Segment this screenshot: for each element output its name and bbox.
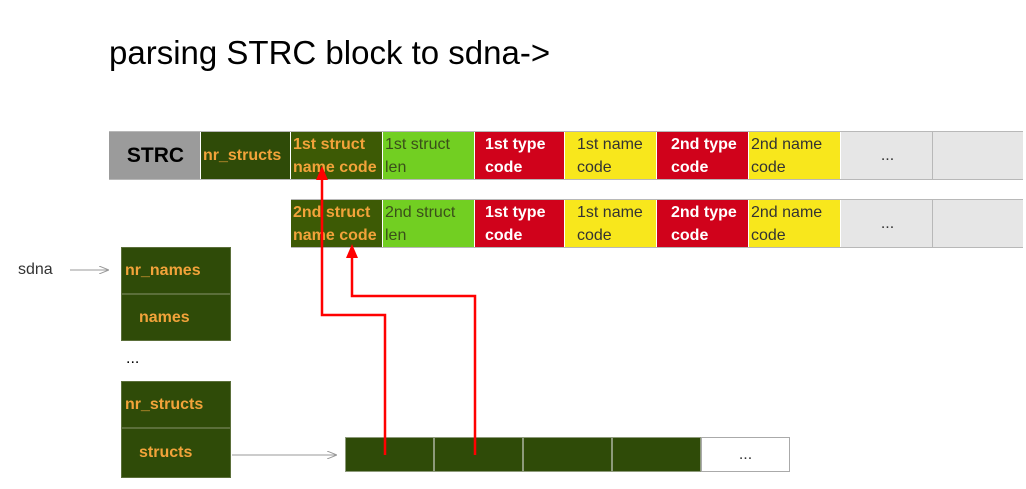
second-struct-name-code-cell: 2nd struct name code <box>291 200 383 247</box>
first-name-code-cell: 1st name code <box>565 200 657 247</box>
struct1-arrowhead-icon <box>316 166 328 180</box>
sdna-label: sdna <box>18 261 53 278</box>
nr-names-label: nr_names <box>125 261 201 279</box>
strc-block-row: STRC nr_structs 1st struct name code 1st… <box>109 131 1023 180</box>
ellipsis-cell: ... <box>841 132 933 179</box>
structs-box: structs <box>121 428 231 478</box>
nr-structs-cell: nr_structs <box>201 132 291 179</box>
struct-pointer-cell <box>523 437 612 472</box>
nr-names-box: nr_names <box>121 247 231 294</box>
page-title: parsing STRC block to sdna-> <box>109 34 551 71</box>
struct-pointer-cell <box>434 437 523 472</box>
first-struct-name-code-cell: 1st struct name code <box>291 132 383 179</box>
nr-structs-label: nr_structs <box>125 395 204 413</box>
first-name-code-cell: 1st name code <box>565 132 657 179</box>
names-label: names <box>139 308 190 326</box>
struct-pointer-cell <box>345 437 434 472</box>
struct-pointer-cell <box>612 437 701 472</box>
first-type-code-cell: 1st type code <box>475 200 565 247</box>
second-struct-len-cell: 2nd struct len <box>383 200 475 247</box>
empty-cell <box>933 200 1023 247</box>
second-struct-row: 2nd struct name code 2nd struct len 1st … <box>291 199 1023 248</box>
struct2-link-arrow <box>350 252 477 455</box>
second-type-code-cell: 2nd type code <box>657 200 749 247</box>
struct2-arrowhead-icon <box>346 244 358 258</box>
struct-array-ellipsis: ... <box>701 437 790 472</box>
struct1-link-arrow <box>320 172 387 455</box>
second-type-code-cell: 2nd type code <box>657 132 749 179</box>
strc-cell: STRC <box>109 132 201 179</box>
structs-label: structs <box>139 444 193 461</box>
first-type-code-cell: 1st type code <box>475 132 565 179</box>
ellipsis-label: ... <box>126 350 140 367</box>
second-name-code-cell: 2nd name code <box>749 132 841 179</box>
empty-cell <box>933 132 1023 179</box>
first-struct-len-cell: 1st struct len <box>383 132 475 179</box>
nr-structs-box: nr_structs <box>121 381 231 428</box>
second-name-code-cell: 2nd name code <box>749 200 841 247</box>
names-box: names <box>121 294 231 341</box>
ellipsis-cell: ... <box>841 200 933 247</box>
structs-array: ... <box>345 437 790 472</box>
